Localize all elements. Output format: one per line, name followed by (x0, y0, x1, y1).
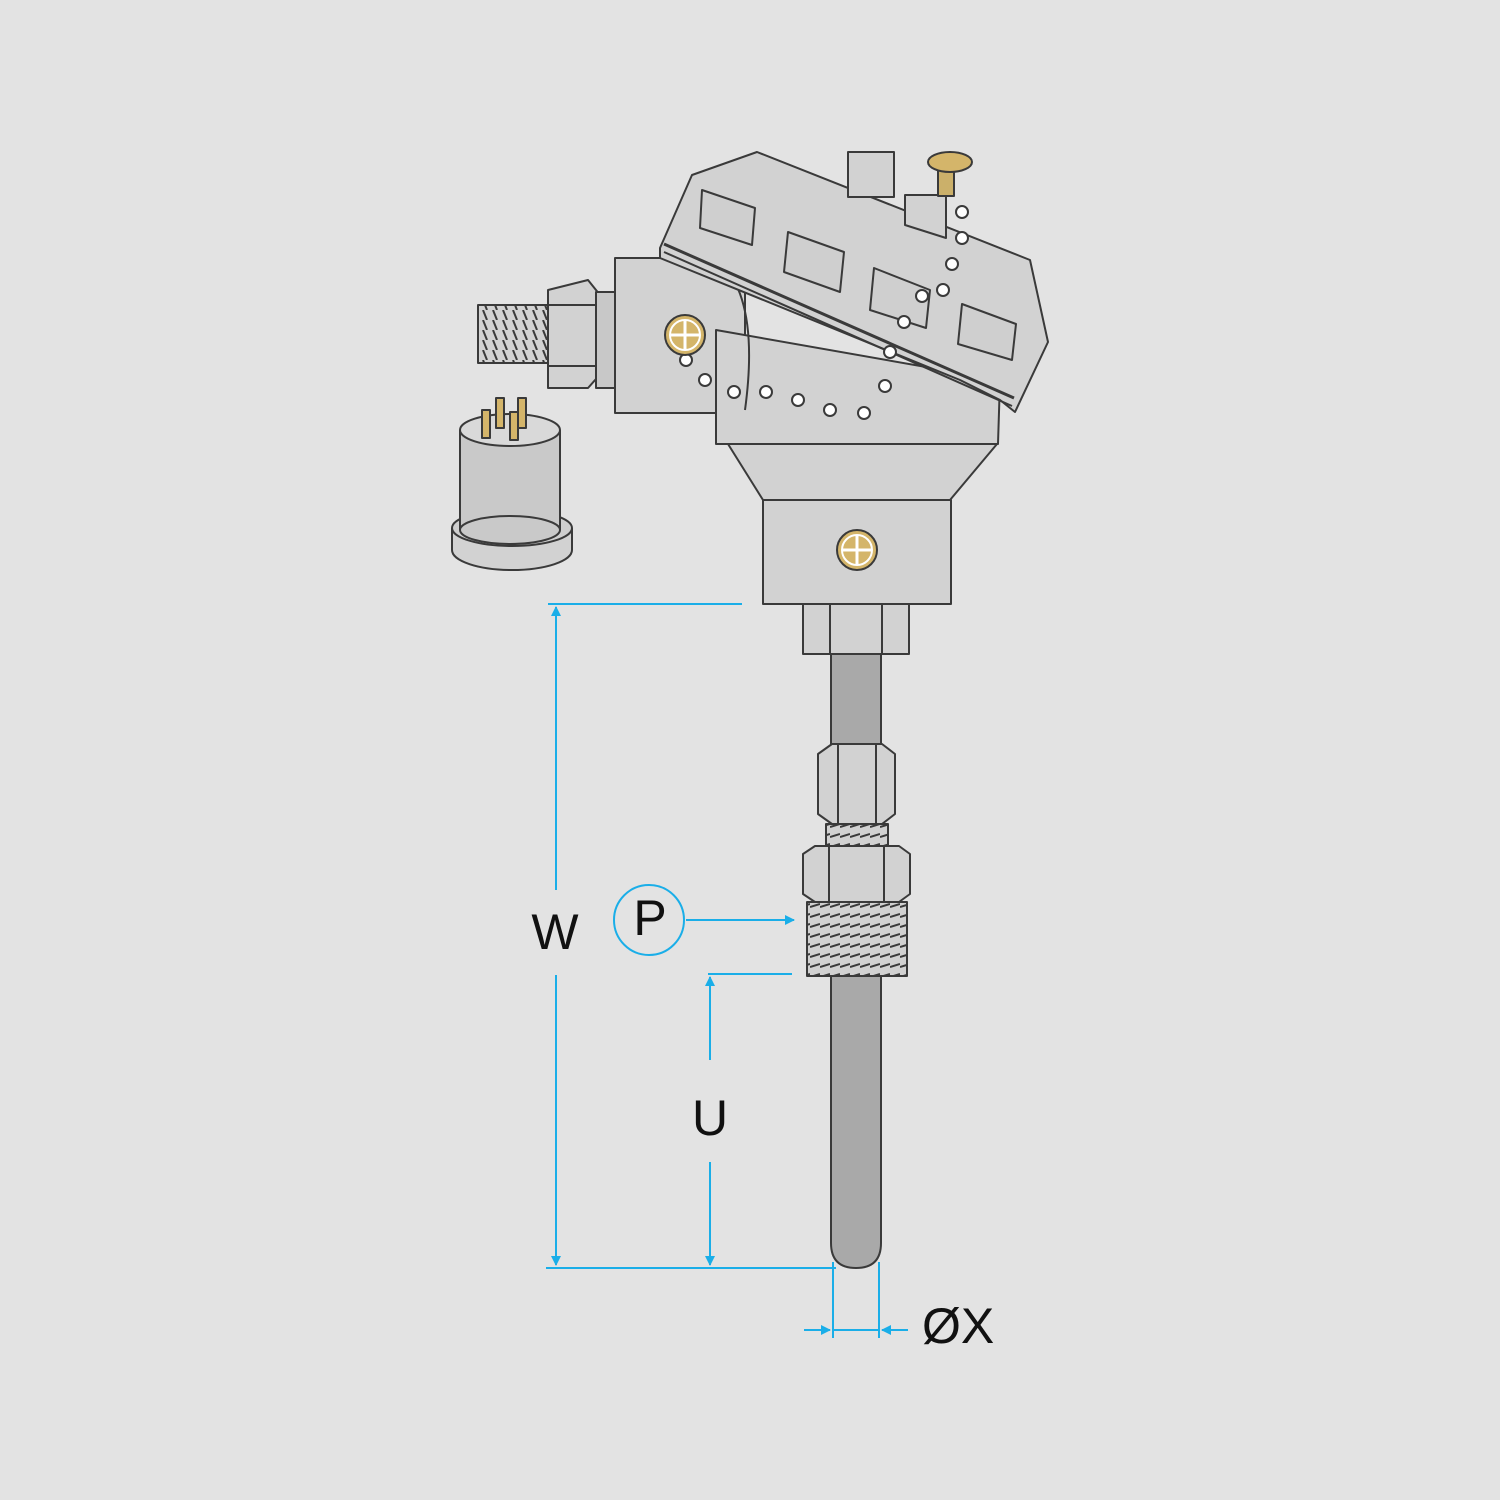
connector-plug-icon (451, 397, 573, 571)
process-thread (806, 901, 908, 977)
screw-icon (664, 314, 706, 356)
label-ox: ØX (922, 1298, 994, 1354)
dim-p-circle (613, 884, 685, 956)
union-thread (825, 823, 889, 847)
extension-tube (830, 653, 882, 749)
thermocouple-assembly (451, 151, 1049, 1269)
side-cable-fitting (477, 279, 619, 389)
terminal-head-lid (659, 151, 1049, 413)
label-p: P (633, 890, 666, 946)
label-u: U (692, 1090, 728, 1146)
dimension-lines (546, 603, 908, 1338)
head-taper (727, 443, 998, 501)
union-nut (817, 743, 896, 825)
hex-nut-upper (802, 603, 910, 655)
screw-icon (836, 529, 878, 571)
probe-sheath (830, 975, 882, 1269)
cap-knob-icon (927, 151, 973, 197)
hex-nut-lower (802, 845, 911, 903)
chain-icon (679, 205, 969, 420)
label-w: W (531, 904, 579, 960)
